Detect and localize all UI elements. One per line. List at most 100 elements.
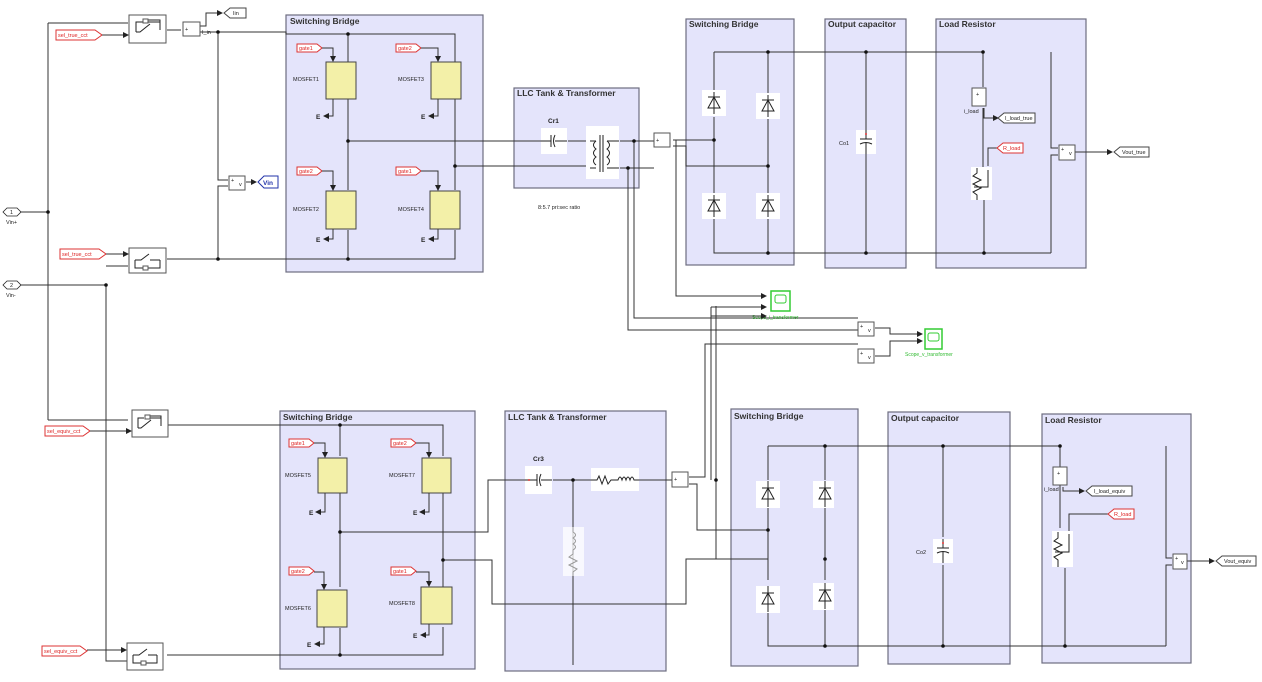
current-sensor-transformer-bottom[interactable]: + xyxy=(671,471,689,488)
cr1-label: Cr1 xyxy=(548,118,559,125)
svg-text:+: + xyxy=(860,351,863,357)
diode-d5[interactable] xyxy=(756,481,780,508)
current-sensor-transformer-top[interactable]: + xyxy=(653,132,671,148)
bottom-llc-area[interactable]: LLC Tank & Transformer xyxy=(504,410,667,672)
switch-top-true[interactable] xyxy=(128,14,167,44)
diode-d3[interactable] xyxy=(702,193,726,219)
svg-text:v: v xyxy=(868,328,871,334)
diode-d4[interactable] xyxy=(756,193,780,219)
diode-d2[interactable] xyxy=(756,93,780,119)
top-switching-bridge-title: Switching Bridge xyxy=(290,16,360,26)
from-tag-gate1-m8[interactable]: gate1 xyxy=(390,566,417,576)
diode-d7[interactable] xyxy=(756,586,780,613)
svg-text:E: E xyxy=(413,510,418,517)
transformer[interactable] xyxy=(586,126,619,179)
mosfet4-label: MOSFET4 xyxy=(398,207,424,213)
voltage-sensor-transformer-v1[interactable]: + v xyxy=(857,321,875,337)
mosfet1-label: MOSFET1 xyxy=(293,77,319,83)
from-tag-sel-true-cct-2[interactable]: sel_true_cct xyxy=(59,248,107,260)
bottom-switching-bridge-area[interactable]: Switching Bridge xyxy=(279,410,476,670)
svg-text:v: v xyxy=(1181,560,1184,566)
svg-text:Vout_equiv: Vout_equiv xyxy=(1224,559,1251,565)
bottom-rect-bridge-area[interactable]: Switching Bridge xyxy=(730,408,859,667)
from-tag-gate1-m5[interactable]: gate1 xyxy=(288,438,315,448)
inport-vin-plus[interactable]: 1 Vin+ xyxy=(2,207,22,226)
mosfet2[interactable]: MOSFET2 xyxy=(293,190,357,230)
from-tag-gate2-m7[interactable]: gate2 xyxy=(390,438,417,448)
diode-d6[interactable] xyxy=(813,481,834,508)
mosfet4[interactable]: MOSFET4 xyxy=(398,190,461,230)
mosfet3[interactable]: MOSFET3 xyxy=(398,61,462,100)
scope-i-transformer[interactable]: Scope_i_transformer xyxy=(752,290,799,321)
co1-label: Co1 xyxy=(839,141,849,147)
goto-tag-i-load-true[interactable]: I_load_true xyxy=(997,112,1036,124)
current-sensor-i-load-top[interactable]: + i_load xyxy=(964,87,987,115)
mosfet6[interactable]: MOSFET6 xyxy=(285,589,348,628)
from-tag-r-load-top[interactable]: R_load xyxy=(996,142,1024,154)
from-tag-sel-equiv-cct-2[interactable]: sel_equiv_cct xyxy=(41,645,88,657)
top-switching-bridge-area[interactable]: Switching Bridge xyxy=(285,14,484,273)
capacitor-co2[interactable]: Co2 xyxy=(916,539,953,563)
switch-top-bottom-rail[interactable] xyxy=(128,247,167,274)
goto-tag-vin[interactable]: Vin xyxy=(257,175,279,189)
from-tag-r-load-bottom[interactable]: R_load xyxy=(1107,508,1135,520)
switch-bottom-rail[interactable] xyxy=(126,642,164,671)
diode-d8[interactable] xyxy=(813,583,834,610)
current-sensor-i-load-bottom[interactable]: + i_load xyxy=(1044,466,1068,493)
svg-text:gate1: gate1 xyxy=(393,569,407,575)
bottom-rect-bridge-title: Switching Bridge xyxy=(734,411,804,421)
goto-tag-vout-equiv[interactable]: Vout_equiv xyxy=(1215,555,1257,567)
bottom-llc-components: Cr3 xyxy=(525,456,639,576)
capacitor-cr1[interactable]: Cr1 xyxy=(541,118,567,154)
mosfet5[interactable]: MOSFET5 xyxy=(285,457,348,494)
mosfet1[interactable]: MOSFET1 xyxy=(293,61,357,100)
switch-bottom-true[interactable] xyxy=(131,409,169,438)
i-load-label-top: i_load xyxy=(964,109,979,115)
scope-i-transformer-label: Scope_i_transformer xyxy=(752,315,799,321)
series-rl[interactable] xyxy=(591,468,639,491)
from-tag-gate1-m4[interactable]: gate1 xyxy=(395,166,422,176)
mosfet8[interactable]: MOSFET8 xyxy=(389,586,453,625)
svg-text:+: + xyxy=(860,324,863,330)
mosfet7-label: MOSFET7 xyxy=(389,473,415,479)
inport-vin-minus-label: Vin- xyxy=(6,293,16,299)
mosfet2-label: MOSFET2 xyxy=(293,207,319,213)
voltage-sensor-transformer-v2[interactable]: + v xyxy=(857,348,875,364)
goto-tag-vout-true[interactable]: Vout_true xyxy=(1113,146,1150,158)
capacitor-co1[interactable]: Co1 xyxy=(839,130,876,154)
voltage-sensor-vout-top[interactable]: + v xyxy=(1058,144,1076,161)
bottom-rectifier-diodes xyxy=(756,481,834,613)
from-tag-gate2-m6[interactable]: gate2 xyxy=(288,566,315,576)
from-tag-sel-true-cct-1[interactable]: sel_true_cct xyxy=(55,29,103,41)
junctions xyxy=(46,30,1067,657)
from-tag-gate2-m3[interactable]: gate2 xyxy=(395,43,422,53)
svg-text:2: 2 xyxy=(10,283,13,289)
voltage-sensor-vin[interactable]: + v xyxy=(228,175,246,191)
diode-d1[interactable] xyxy=(702,90,726,116)
ratio-annotation: 8:5.7 pri:sec ratio xyxy=(538,205,580,211)
mosfet7[interactable]: MOSFET7 xyxy=(389,457,452,494)
from-tag-sel-equiv-cct-1[interactable]: sel_equiv_cct xyxy=(44,425,91,437)
capacitor-cr3[interactable]: Cr3 xyxy=(525,456,552,494)
current-sensor-iin[interactable]: + I_in xyxy=(182,21,211,37)
magnetizing-branch[interactable] xyxy=(563,527,584,576)
top-llc-area[interactable]: LLC Tank & Transformer xyxy=(513,87,640,189)
mosfet6-label: MOSFET6 xyxy=(285,606,311,612)
scope-v-transformer-label: Scope_v_transformer xyxy=(905,352,953,358)
voltage-sensor-vout-bottom[interactable]: + v xyxy=(1172,553,1188,570)
scope-v-transformer[interactable]: Scope_v_transformer xyxy=(905,328,953,358)
from-tag-gate1-m1[interactable]: gate1 xyxy=(296,43,323,53)
bottom-output-cap-area[interactable]: Output capacitor xyxy=(887,411,1011,665)
inport-vin-minus[interactable]: 2 Vin- xyxy=(2,280,22,299)
svg-text:E: E xyxy=(316,237,321,244)
variable-resistor-bottom[interactable] xyxy=(1052,531,1073,567)
top-output-cap-title: Output capacitor xyxy=(828,19,897,29)
top-rect-bridge-area[interactable]: Switching Bridge xyxy=(685,18,795,266)
goto-tag-i-load-equiv[interactable]: I_load_equiv xyxy=(1085,485,1133,497)
from-tag-gate2-m2[interactable]: gate2 xyxy=(296,166,323,176)
i-in-label: I_in xyxy=(202,30,211,36)
svg-text:+: + xyxy=(1175,556,1178,562)
svg-text:E: E xyxy=(421,114,426,121)
variable-resistor-top[interactable] xyxy=(971,167,992,200)
goto-tag-iin[interactable]: Iin xyxy=(223,7,247,19)
